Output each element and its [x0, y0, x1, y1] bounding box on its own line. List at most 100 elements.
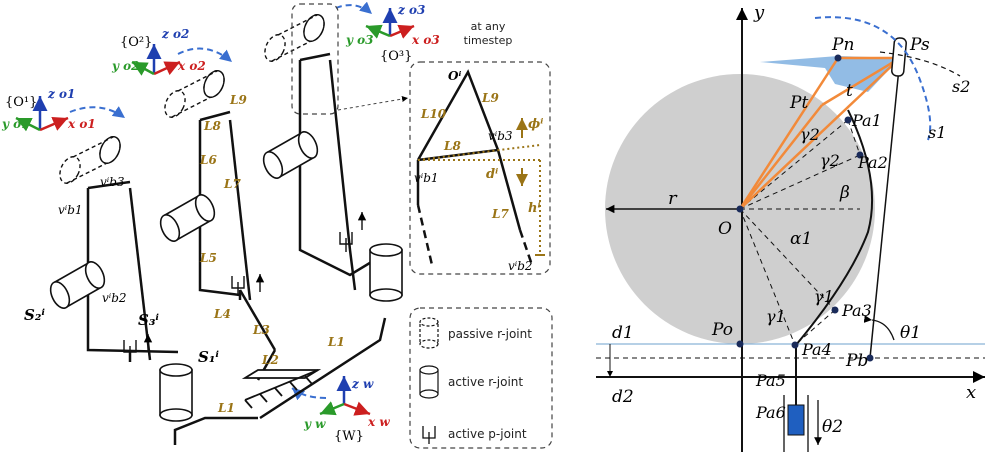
- rotate-arrow-icon: [177, 47, 233, 63]
- frame-o1-z: z o1: [47, 87, 75, 101]
- label-Pa4: Pa4: [801, 340, 832, 359]
- contact-region: [760, 56, 900, 92]
- frame-o2-label: {O²}: [120, 35, 152, 50]
- inset-d: dⁱ: [486, 167, 498, 182]
- frame-o1: {O¹} z o1 x o1 y o1: [1, 87, 126, 132]
- frame-o3-y: y o3: [345, 33, 374, 47]
- label-Pn: Pn: [831, 35, 854, 55]
- inset-vb1: vⁱb1: [414, 171, 439, 185]
- rotate-arrow-icon: [335, 1, 373, 15]
- frame-o2-z: z o2: [161, 27, 189, 41]
- active-joints: [49, 130, 403, 422]
- inset-panel: at any timestep Oⁱ L10 L9 L8 L7 vⁱb3 vⁱb…: [291, 3, 551, 275]
- frame-w: {W} z w x w y w: [291, 376, 390, 444]
- label-theta1: θ1: [900, 323, 921, 343]
- tip-sensor-icon: [891, 37, 907, 77]
- frame-o3-x: x o3: [411, 33, 440, 47]
- inset-L8: L8: [443, 139, 461, 153]
- frame-o3: {O³} z o3 x o3 y o3: [335, 1, 440, 64]
- link-label-L2: L2: [261, 353, 279, 367]
- label-t: t: [846, 81, 853, 101]
- frame-w-label: {W}: [334, 429, 364, 444]
- frame-o1-y: y o1: [1, 117, 30, 131]
- label-d1: d1: [612, 323, 634, 343]
- label-Pa6: Pa6: [755, 403, 786, 422]
- curve-s2: [879, 51, 961, 77]
- key-points: [736, 54, 874, 362]
- link-label-L1: L1: [217, 401, 235, 415]
- prismatic-joints: [123, 212, 367, 360]
- inset-L7: L7: [491, 207, 509, 221]
- frame-w-x: x w: [367, 415, 390, 429]
- label-Ps: Ps: [909, 35, 930, 55]
- label-gamma1a: γ1: [766, 307, 786, 326]
- finger-curve: [795, 109, 873, 346]
- joint-label-vb1: vⁱb1: [58, 203, 83, 217]
- frame-o2-x: x o2: [177, 59, 206, 73]
- label-Pa2: Pa2: [857, 153, 888, 172]
- link-label-L5: L5: [199, 251, 217, 265]
- legend-active-label: active r-joint: [448, 375, 523, 389]
- label-s1: s1: [928, 123, 946, 142]
- label-Pa5: Pa5: [755, 371, 786, 390]
- base-ground: [241, 369, 322, 409]
- frame-o2: {O²} z o2 x o2 y o2: [111, 27, 233, 76]
- label-r: r: [668, 188, 678, 209]
- inset-oi: Oⁱ: [448, 69, 461, 83]
- rod-line: [869, 57, 901, 359]
- inset-L9: L9: [481, 91, 499, 105]
- inset-vb2: vⁱb2: [508, 259, 533, 273]
- frame-o3-z: z o3: [397, 3, 425, 17]
- label-gamma2b: γ2: [820, 151, 840, 170]
- label-Pa3: Pa3: [841, 301, 872, 320]
- rotate-arrow-icon: [69, 106, 126, 119]
- link-label-L8: L8: [203, 119, 221, 133]
- inset-title-line1: at any: [471, 20, 506, 33]
- label-d2: d2: [612, 387, 634, 407]
- frame-w-y: y w: [303, 417, 326, 431]
- inset-phi: ϕⁱ: [528, 117, 543, 132]
- label-Pb: Pb: [845, 351, 868, 371]
- left-panel: {O¹} z o1 x o1 y o1 {O²} z o2 x o2 y o2 …: [1, 1, 553, 449]
- link-label-L1b: L1: [327, 335, 345, 349]
- joint-label-s1: S₁ⁱ: [198, 348, 219, 366]
- passive-joint-outline: [99, 14, 325, 164]
- link-label-L9: L9: [229, 93, 247, 107]
- legend-passive-label: passive r-joint: [448, 327, 532, 341]
- x-axis-label: x: [966, 382, 976, 403]
- label-alpha1: α1: [790, 229, 812, 249]
- joint-label-s3: S₃ⁱ: [138, 311, 159, 329]
- right-panel: y x r: [596, 2, 985, 452]
- construction-rays: [739, 119, 861, 346]
- legend: passive r-joint active r-joint active p-…: [409, 307, 553, 449]
- theta1-arc: [863, 315, 895, 341]
- label-theta2: θ2: [822, 417, 843, 437]
- label-Po: Po: [711, 320, 733, 340]
- joint-label-vb3: vⁱb3: [100, 175, 125, 189]
- frame-o1-label: {O¹}: [5, 95, 37, 110]
- label-s2: s2: [952, 77, 970, 96]
- label-Pa1: Pa1: [851, 111, 882, 130]
- curve-s1: [814, 16, 932, 141]
- frame-w-z: z w: [351, 377, 374, 391]
- label-Pt: Pt: [789, 93, 808, 113]
- legend-prismatic-label: active p-joint: [448, 427, 527, 441]
- joint-label-vb2: vⁱb2: [102, 291, 127, 305]
- joint-label-s2: S₂ⁱ: [24, 306, 45, 324]
- prismatic-actuator-icon: [787, 404, 805, 436]
- orange-triangle: [738, 56, 901, 210]
- frame-o3-label: {O³}: [380, 49, 412, 64]
- inset-L10: L10: [420, 107, 447, 121]
- y-axis-label: y: [753, 2, 765, 23]
- frame-o1-x: x o1: [67, 117, 96, 131]
- label-beta: β: [839, 183, 850, 203]
- link-label-L7: L7: [223, 177, 241, 191]
- link-label-L6: L6: [199, 153, 217, 167]
- mechanism-links: [86, 52, 387, 445]
- link-label-L4: L4: [213, 307, 231, 321]
- frame-o2-y: y o2: [111, 59, 140, 73]
- inset-title-line2: timestep: [464, 34, 513, 47]
- inset-vb3: vⁱb3: [488, 129, 513, 143]
